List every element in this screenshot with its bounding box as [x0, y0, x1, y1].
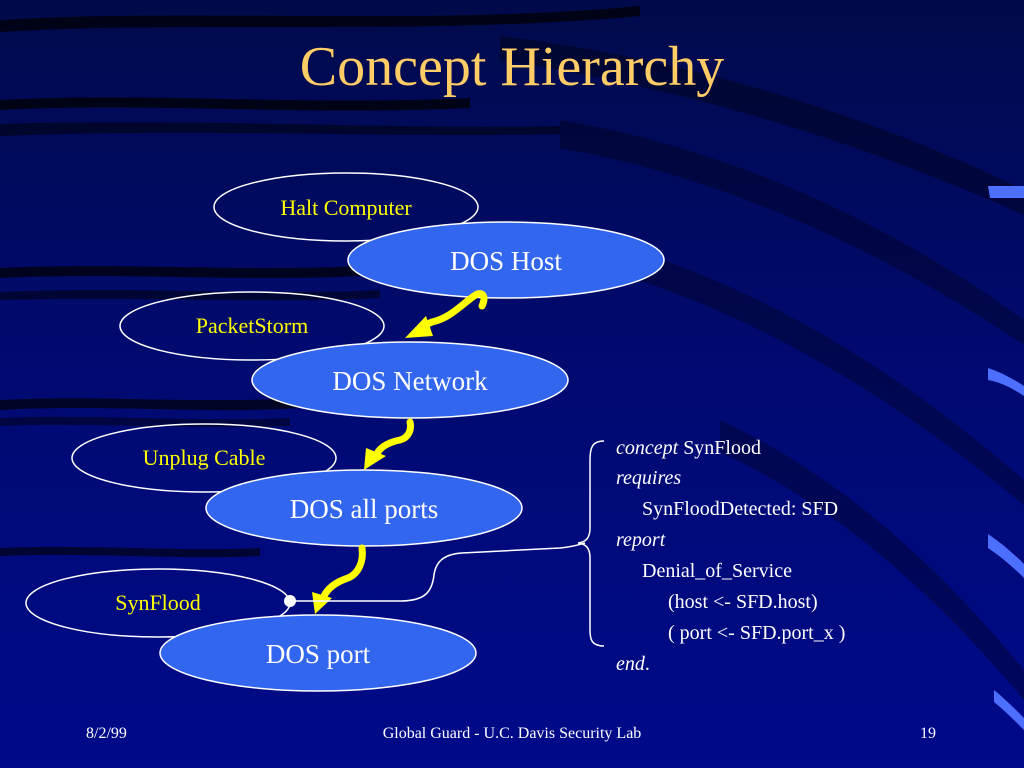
rule-requires-clause: SynFloodDetected: SFD — [642, 498, 839, 520]
connector-dot — [284, 595, 296, 607]
oval-unplug-cable — [71, 423, 337, 493]
rule-line-requires: requires — [616, 463, 681, 493]
arrow-dos-network-to-all-ports — [374, 418, 414, 456]
rule-connector-line — [290, 542, 586, 602]
rule-report-name: Denial_of_Service — [642, 560, 792, 582]
arrowhead-dos-all-ports — [364, 448, 386, 470]
label-dos-port: DOS port — [265, 639, 371, 669]
footer-date: 8/2/99 — [86, 725, 127, 742]
oval-dos-host — [347, 221, 665, 299]
rule-brace — [577, 440, 605, 647]
label-synflood: SynFlood — [115, 590, 201, 615]
rule-param-host: (host <- SFD.host) — [668, 591, 818, 613]
label-packetstorm: PacketStorm — [195, 313, 309, 338]
label-dos-all-ports: DOS all ports — [289, 494, 439, 524]
rule-keyword-requires: requires — [616, 467, 682, 489]
label-dos-network: DOS Network — [332, 366, 488, 396]
rule-keyword-concept: concept — [616, 437, 679, 459]
label-unplug-cable: Unplug Cable — [142, 445, 266, 470]
arrow-dos-host-to-network — [419, 290, 488, 330]
oval-dos-port — [159, 614, 477, 692]
label-dos-host: DOS Host — [450, 246, 562, 276]
oval-dos-network — [251, 341, 569, 419]
arrowhead-dos-port — [312, 592, 332, 614]
arrowhead-dos-network — [405, 316, 433, 338]
rule-line-concept: concept SynFlood — [616, 433, 761, 463]
rule-param-port: ( port <- SFD.port_x ) — [668, 622, 846, 644]
label-halt-computer: Halt Computer — [280, 195, 412, 220]
arrow-dos-all-ports-to-port — [320, 544, 366, 600]
rule-line-end: end. — [616, 649, 650, 679]
footer-center-text: Global Guard - U.C. Davis Security Lab — [382, 725, 642, 742]
rule-keyword-end: end — [616, 653, 645, 675]
oval-packetstorm — [119, 291, 385, 361]
slide-title: Concept Hierarchy — [299, 36, 725, 98]
rule-concept-name: SynFlood — [678, 437, 761, 459]
rule-end-punct: . — [644, 653, 650, 675]
oval-halt-computer — [213, 172, 479, 242]
rule-line-report: report — [616, 525, 665, 555]
footer-page-number: 19 — [920, 725, 936, 742]
rule-keyword-report: report — [616, 529, 666, 551]
